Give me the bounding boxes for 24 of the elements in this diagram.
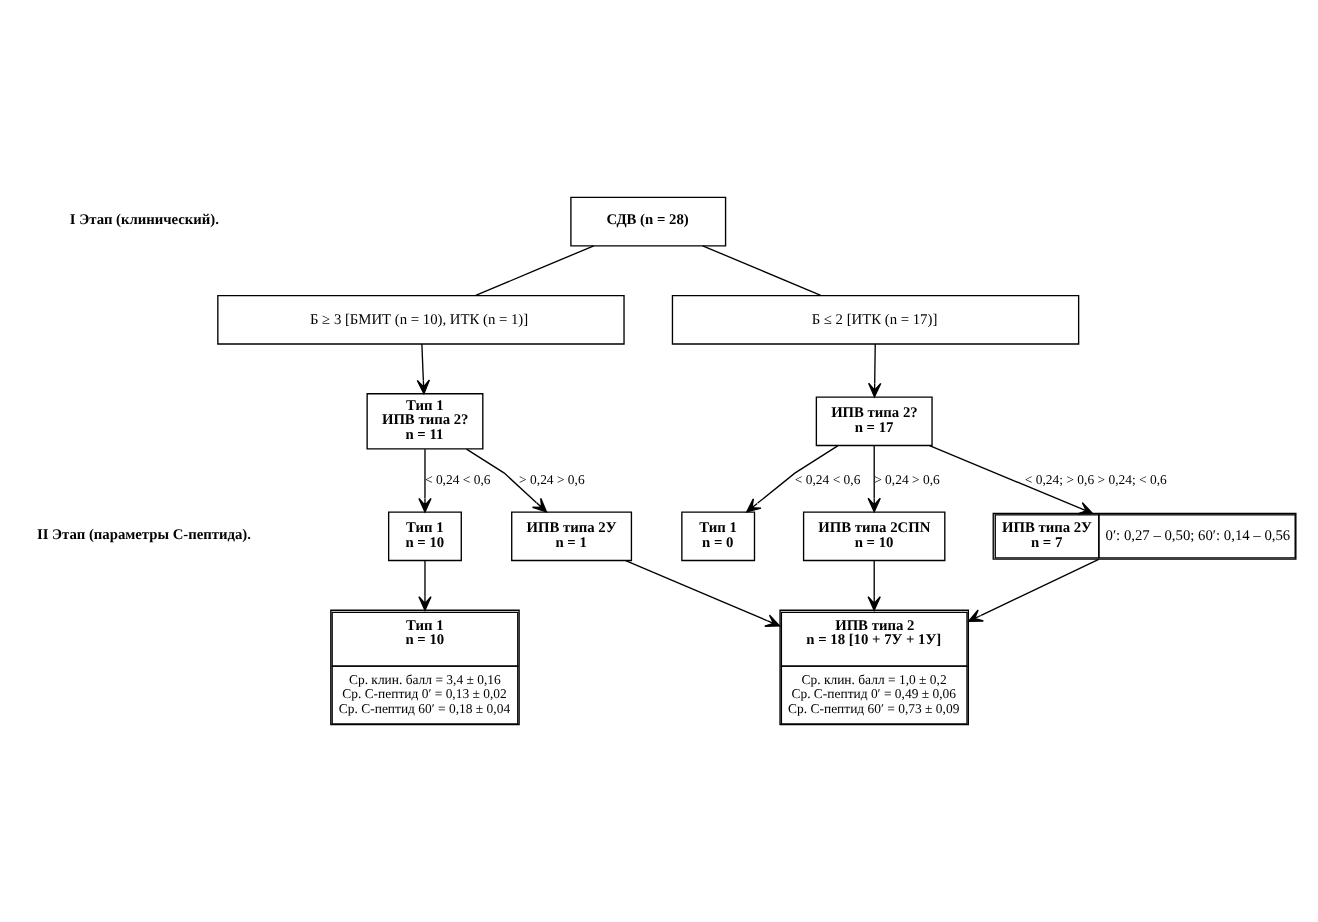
node-box: Б ≤ 2 [ИТК (n = 17)] [671, 294, 1080, 345]
arrow [465, 448, 548, 513]
arrow [867, 343, 882, 398]
node-box: Тип 1 ИПВ типа 2? n = 11 [366, 393, 484, 450]
node-box: ИПВ типа 2У n = 1 [511, 511, 633, 562]
node-box: СДВ (n = 28) [570, 196, 727, 247]
label: I Этап (клинический). [69, 210, 219, 229]
arrow [416, 343, 431, 395]
node-box: Тип 1 n = 10 [388, 511, 462, 562]
connector [702, 245, 822, 297]
arrow [928, 445, 1094, 515]
arrow [418, 448, 432, 513]
node-box: ИПВ типа 2СПN n = 10 [802, 511, 946, 562]
arrow [867, 445, 881, 513]
arrow [867, 559, 881, 611]
arrow [967, 558, 1100, 622]
node-box: Б ≥ 3 [БМИТ (n = 10), ИТК (n = 1)] [217, 294, 625, 345]
arrow [418, 559, 432, 611]
arrow [625, 559, 781, 627]
node-box: Тип 1 n = 0 [681, 511, 756, 562]
arrow [746, 445, 839, 513]
node-box: ИПВ типа 2? n = 17 [815, 396, 933, 447]
connector [475, 245, 595, 297]
label: II Этап (параметры С-пептида). [36, 524, 251, 543]
